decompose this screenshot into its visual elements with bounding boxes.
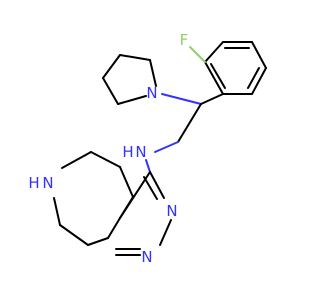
bond-ring-6-inner bbox=[210, 63, 226, 89]
bond-aze-5 bbox=[59, 224, 89, 246]
bond-pyr-1 bbox=[149, 59, 157, 87]
bond-ch-ch2 bbox=[177, 103, 202, 143]
bond-pym-1 bbox=[149, 171, 165, 199]
atom-labels: F N H N N N H N bbox=[28, 31, 188, 266]
bond-c-f bbox=[189, 46, 206, 63]
atom-azepine-n: N bbox=[42, 174, 53, 192]
atom-n-pyrimidine-lower: N bbox=[141, 248, 152, 266]
atom-nh-n: N bbox=[135, 143, 146, 161]
atom-f: F bbox=[180, 31, 189, 49]
bond-pyr-5 bbox=[117, 95, 147, 105]
atom-n-pyrimidine-upper: N bbox=[166, 202, 177, 220]
bond-pym-4 bbox=[107, 217, 121, 239]
molecule-structure: F N H N N N H N bbox=[28, 31, 267, 266]
bond-ring-3 bbox=[251, 41, 267, 69]
bond-ring-6 bbox=[204, 61, 224, 95]
bond-aze-4 bbox=[53, 197, 61, 226]
bond-ring-4-inner bbox=[247, 67, 260, 89]
bond-aze-1 bbox=[119, 166, 134, 198]
bond-pym-2 bbox=[159, 219, 172, 246]
bond-ch2-nh bbox=[154, 141, 179, 153]
bond-pyr-3 bbox=[102, 54, 121, 79]
bond-aze-2 bbox=[90, 151, 121, 168]
bond-aryl-ch bbox=[200, 93, 224, 105]
bond-pym-5b bbox=[119, 196, 134, 219]
bond-aze-3 bbox=[61, 151, 92, 169]
atom-n-pyrrolidine: N bbox=[146, 84, 157, 102]
atom-azepine-h: H bbox=[28, 174, 39, 192]
bond-ring-4 bbox=[251, 67, 267, 95]
bond-ring-1 bbox=[204, 41, 224, 63]
atom-nh-h: H bbox=[122, 143, 133, 161]
bonds bbox=[53, 41, 267, 256]
bond-nh-c4 bbox=[145, 159, 151, 173]
bond-pyr-4 bbox=[102, 77, 119, 105]
bond-ch-npyr bbox=[161, 93, 202, 105]
bond-pyr-2 bbox=[119, 54, 151, 61]
bond-pym-1-inner bbox=[143, 176, 158, 200]
bond-aze-6 bbox=[87, 237, 109, 246]
